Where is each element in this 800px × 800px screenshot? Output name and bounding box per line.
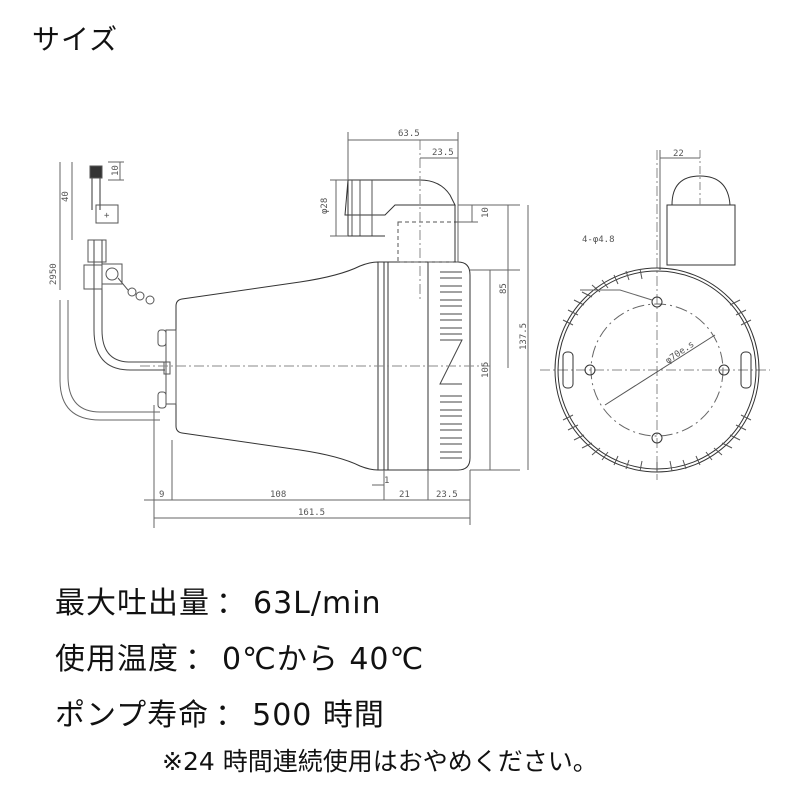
svg-text:2950: 2950 [49,263,59,285]
spec-operating-temperature: 使用温度：0℃から 40℃ [55,634,424,678]
svg-text:105: 105 [481,362,491,378]
svg-text:+: + [104,211,110,221]
spec-label: ポンプ寿命 [55,698,210,733]
svg-text:10: 10 [481,207,491,218]
end-view [554,150,760,473]
svg-text:4-φ4.8: 4-φ4.8 [582,235,615,245]
spec-max-flow: 最大吐出量：63L/min [55,578,382,622]
spec-separator: ： [215,698,247,733]
svg-text:161.5: 161.5 [298,508,325,518]
dimension-labels: 63.5 23.5 φ28 10 10 40 2950 85 105 137.5… [49,129,696,518]
svg-text:137.5: 137.5 [519,323,529,350]
svg-text:23.5: 23.5 [436,490,458,500]
spec-value: 500 時間 [252,698,385,733]
svg-text:23.5: 23.5 [432,148,454,158]
spec-separator: ： [185,642,216,677]
spec-separator: ： [216,586,247,621]
spec-value: 0℃から 40℃ [222,642,425,677]
svg-text:10: 10 [111,165,121,176]
page-title: サイズ [32,23,119,56]
svg-text:φ70e.s: φ70e.s [664,340,696,367]
svg-text:63.5: 63.5 [398,129,420,139]
outlet-elbow [344,179,459,263]
spec-pump-lifetime: ポンプ寿命：500 時間 [55,690,385,734]
svg-text:9: 9 [159,490,164,500]
power-cable: + [59,165,165,421]
svg-text:1: 1 [384,476,389,486]
spec-label: 最大吐出量 [55,586,210,621]
svg-text:40: 40 [61,191,71,202]
svg-text:108: 108 [270,490,286,500]
spec-label: 使用温度 [55,642,179,677]
svg-text:φ28: φ28 [320,198,330,214]
spec-value: 63L/min [253,586,382,621]
svg-text:85: 85 [499,283,509,294]
usage-warning-note: ※24 時間連続使用はおやめください。 [162,747,598,776]
svg-text:21: 21 [399,490,410,500]
svg-text:22: 22 [673,149,684,159]
